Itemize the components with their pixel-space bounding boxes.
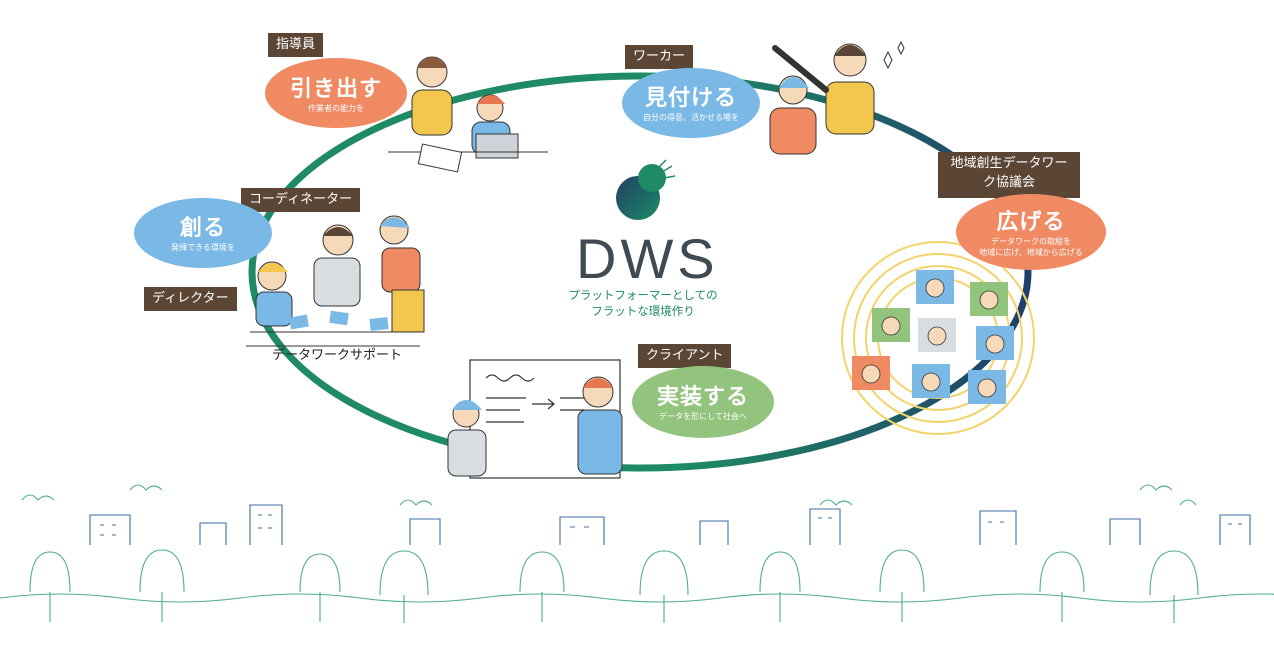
- bubble-hirogeru-sub-1: データワークの取組を: [991, 237, 1071, 246]
- meeting-illustration: [246, 215, 425, 347]
- bubble-mitsukeru-title: 見付ける: [644, 86, 737, 111]
- data-work-support-label: データワークサポート: [272, 348, 403, 363]
- bubble-hikidasu-sub: 作業者の能力を: [308, 104, 364, 113]
- bubble-hirogeru-title: 広げる: [996, 210, 1066, 235]
- regional-network-illustration: [841, 241, 1035, 435]
- bubble-hirogeru: 広げる データワークの取組を 地域に広げ、地域から広げる: [956, 194, 1106, 270]
- bubble-mitsukeru-sub: 自分の得意、活かせる場を: [643, 113, 739, 122]
- bubble-tsukuru-sub: 発揮できる環境を: [171, 243, 235, 252]
- bubble-jissou-sub: データを形にして社会へ: [659, 412, 747, 421]
- role-tag-client: クライアント: [638, 344, 732, 368]
- bubble-jissou-title: 実装する: [656, 385, 749, 410]
- role-tag-council: 地域創生データワーク協議会: [938, 152, 1080, 198]
- instructor-illustration: [388, 56, 548, 173]
- worker-illustration: [769, 40, 905, 155]
- bubble-mitsukeru: 見付ける 自分の得意、活かせる場を: [622, 68, 760, 138]
- dws-logo-text: DWS: [576, 227, 719, 290]
- bubble-tsukuru: 創る 発揮できる環境を: [134, 198, 272, 268]
- bubble-jissou: 実装する データを形にして社会へ: [632, 366, 774, 438]
- cycle-ring: [248, 72, 1032, 472]
- presentation-illustration: [447, 359, 623, 479]
- townscape-footer: [0, 484, 1274, 623]
- role-tag-coordinator: コーディネーター: [241, 188, 361, 212]
- bubble-hikidasu-title: 引き出す: [289, 77, 382, 102]
- bubble-hikidasu: 引き出す 作業者の能力を: [265, 58, 407, 128]
- tagline: プラットフォーマーとしての フラットな環境作り: [556, 287, 730, 319]
- bubble-tsukuru-title: 創る: [179, 216, 226, 241]
- tagline-line-1: プラットフォーマーとしての: [568, 288, 718, 302]
- role-tag-director: ディレクター: [144, 287, 237, 311]
- dws-logo-mark: [616, 159, 676, 220]
- role-tag-instructor: 指導員: [268, 33, 324, 57]
- role-tag-worker: ワーカー: [625, 45, 694, 69]
- tagline-line-2: フラットな環境作り: [591, 304, 695, 318]
- bubble-hirogeru-sub-2: 地域に広げ、地域から広げる: [979, 248, 1083, 257]
